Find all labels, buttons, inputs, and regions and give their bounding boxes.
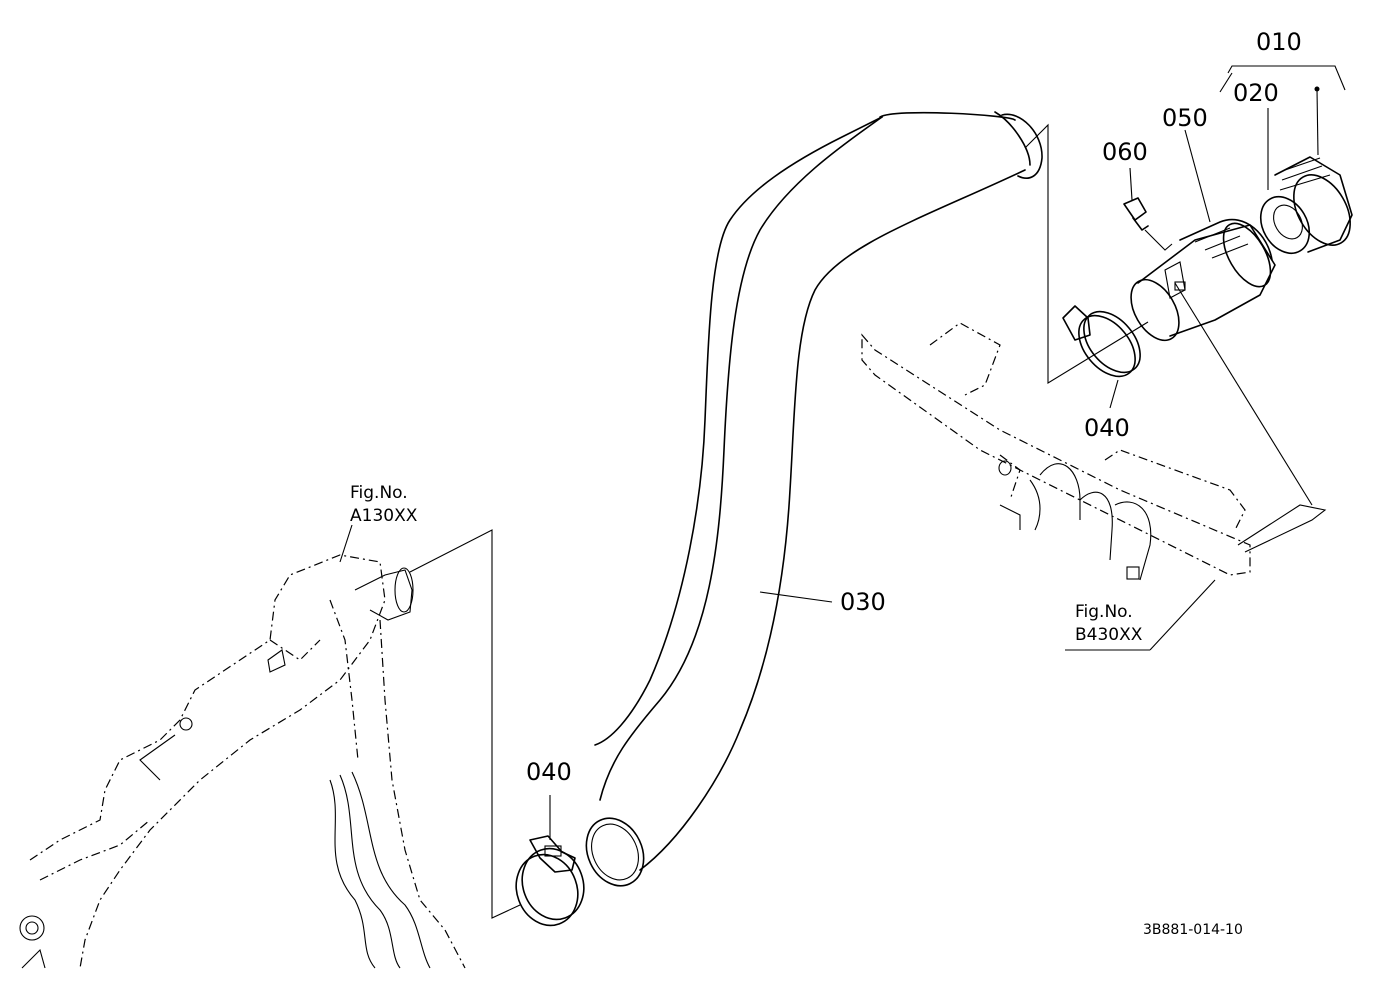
fig-ref-left-line1: Fig.No. bbox=[350, 483, 408, 503]
label-050: 050 bbox=[1162, 104, 1208, 132]
hose-clamp-lower bbox=[515, 835, 585, 927]
assembly-line-lower bbox=[409, 529, 521, 919]
leader-lines bbox=[339, 65, 1346, 840]
assembly-line-upper bbox=[1024, 123, 1149, 384]
label-060: 060 bbox=[1102, 138, 1148, 166]
label-040-upper: 040 bbox=[1084, 414, 1130, 442]
cap-gasket bbox=[1259, 195, 1311, 255]
hose-clamp-upper bbox=[1062, 305, 1141, 378]
mounting-bracket-outline bbox=[861, 322, 1327, 581]
label-030: 030 bbox=[840, 588, 886, 616]
filler-neck bbox=[1130, 218, 1276, 342]
label-010: 010 bbox=[1256, 28, 1302, 56]
radiator-tank-outline bbox=[19, 554, 466, 969]
label-040-lower: 040 bbox=[526, 758, 572, 786]
drawing-code: 3B881-014-10 bbox=[1143, 922, 1243, 938]
fig-ref-left-line2: A130XX bbox=[350, 506, 418, 526]
label-020: 020 bbox=[1233, 79, 1279, 107]
fig-ref-right-line2: B430XX bbox=[1075, 625, 1143, 645]
drain-plug bbox=[1123, 197, 1173, 251]
radiator-cap bbox=[1274, 86, 1353, 253]
coolant-hose bbox=[585, 111, 1043, 887]
fig-ref-right-line1: Fig.No. bbox=[1075, 602, 1133, 622]
